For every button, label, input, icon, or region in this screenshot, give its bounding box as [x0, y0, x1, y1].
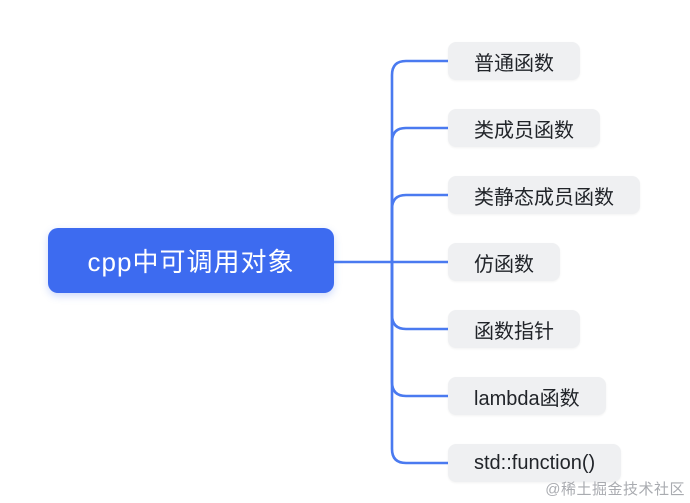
child-node-label: 函数指针 [474, 320, 554, 343]
mindmap-child-node-std-function[interactable]: std::function() [448, 444, 622, 482]
child-node-label: 普通函数 [474, 52, 554, 75]
root-node-label: cpp中可调用对象 [87, 247, 295, 277]
mindmap-child-node-static-member-function[interactable]: 类静态成员函数 [448, 176, 640, 214]
child-node-label: 类静态成员函数 [474, 186, 614, 209]
mindmap-child-node-functor[interactable]: 仿函数 [448, 243, 560, 281]
watermark: @稀土掘金技术社区 [545, 481, 685, 498]
mindmap-child-node-lambda[interactable]: lambda函数 [448, 377, 606, 415]
mindmap-child-node-function-pointer[interactable]: 函数指针 [448, 310, 580, 348]
mindmap-root-node[interactable]: cpp中可调用对象 [48, 228, 334, 293]
connector-branch-2 [390, 126, 450, 264]
mindmap-child-node-ordinary-function[interactable]: 普通函数 [448, 42, 580, 80]
mindmap-child-node-member-function[interactable]: 类成员函数 [448, 109, 600, 147]
child-node-label: lambda函数 [474, 387, 580, 410]
connector-branch-7 [390, 260, 450, 465]
connector-branch-1 [390, 59, 450, 264]
connector-branch-3 [390, 193, 450, 264]
child-node-label: 类成员函数 [474, 119, 574, 142]
connector-branch-5 [390, 260, 450, 331]
child-node-label: std::function() [474, 451, 596, 474]
child-node-label: 仿函数 [474, 253, 534, 276]
